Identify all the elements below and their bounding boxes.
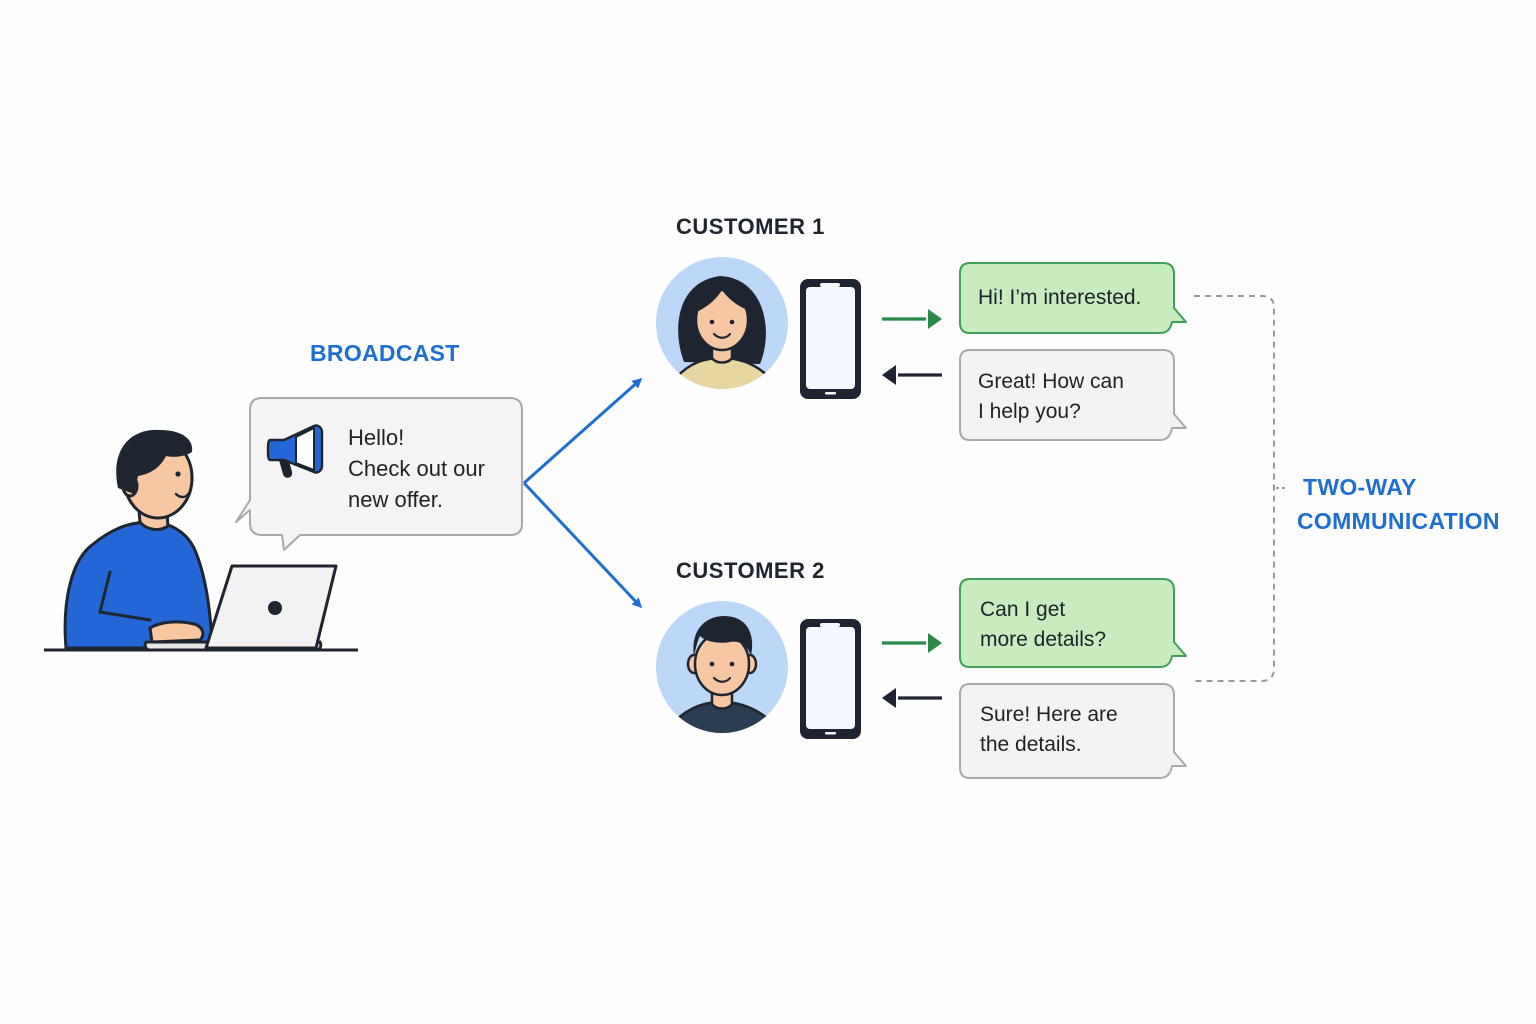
customer-1-reply-line-1: Great! How can (978, 370, 1124, 393)
customer-2-incoming-line-1: Can I get (980, 598, 1066, 621)
customer-1-incoming-line-1: Hi! I’m interested. (978, 286, 1142, 309)
customer-1-incoming-bubble (959, 262, 1187, 334)
customer-1-avatar (656, 257, 788, 389)
customer-2-phone (800, 619, 861, 739)
customer-1-reply-text: Great! How can I help you? (978, 367, 1124, 427)
customer-2-incoming-text: Can I get more details? (980, 595, 1106, 655)
customer-2-reply-bubble (959, 683, 1187, 779)
broadcast-message-line-2: Check out our (348, 456, 485, 481)
customer-1-phone (800, 279, 861, 399)
customer-2-label: CUSTOMER 2 (676, 558, 825, 583)
broadcaster-person (44, 429, 358, 652)
megaphone-icon (266, 424, 324, 478)
customer-1-label: CUSTOMER 1 (676, 214, 825, 239)
two-way-label-line-2: COMMUNICATION (1297, 508, 1500, 534)
broadcast-label: BROADCAST (310, 340, 460, 366)
customer-1-incoming-text: Hi! I’m interested. (978, 283, 1141, 313)
broadcast-arrows (522, 378, 643, 609)
two-way-bracket (1194, 295, 1275, 682)
broadcast-message-line-3: new offer. (348, 487, 443, 512)
customer-2-incoming-line-2: more details? (980, 628, 1107, 651)
broadcast-message: Hello! Check out our new offer. (348, 422, 485, 515)
customer-2-reply-line-2: the details. (980, 733, 1082, 756)
customer-1-message-arrows (882, 309, 942, 385)
arrow-to-customer-2 (522, 481, 643, 609)
broadcast-message-line-1: Hello! (348, 425, 405, 450)
customer-2-message-arrows (882, 633, 942, 708)
customer-2-reply-line-1: Sure! Here are (980, 703, 1118, 726)
laptop-logo-icon (268, 601, 282, 615)
customer-2-reply-text: Sure! Here are the details. (980, 700, 1118, 760)
customer-1-reply-line-2: I help you? (978, 400, 1081, 423)
customer-2-incoming-bubble (959, 578, 1187, 668)
customer-2-avatar (656, 601, 788, 733)
customer-1-reply-bubble (959, 349, 1187, 441)
arrow-to-customer-1 (523, 378, 643, 485)
two-way-label-line-1: TWO-WAY (1303, 474, 1417, 500)
